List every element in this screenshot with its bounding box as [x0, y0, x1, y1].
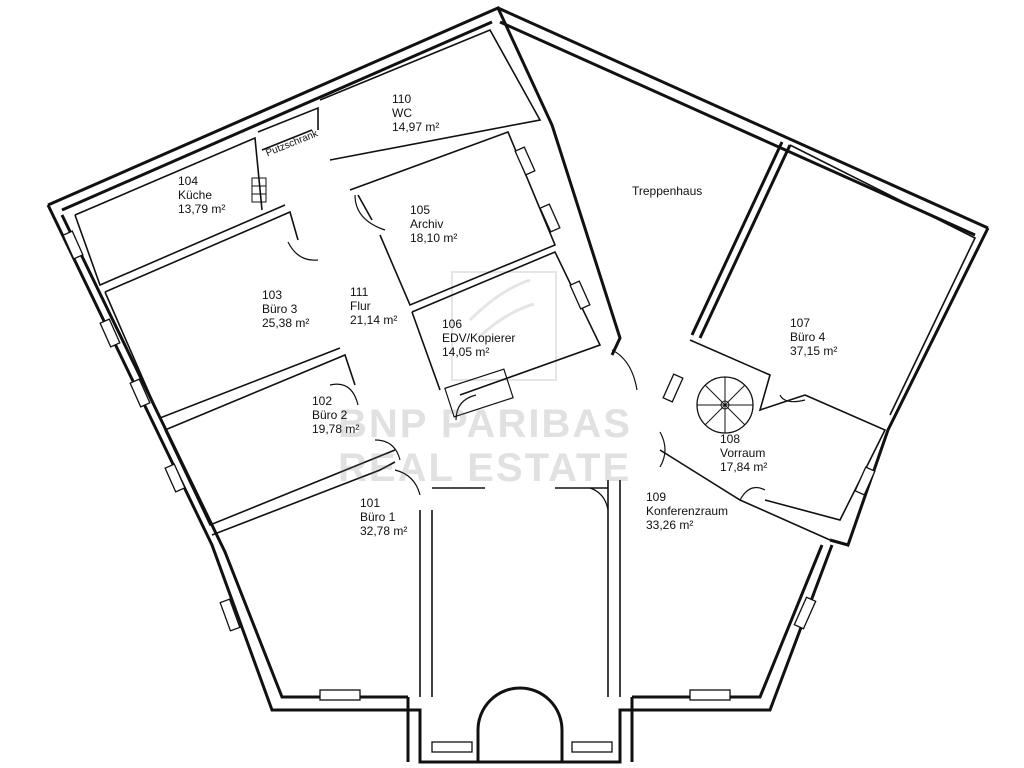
- interior-walls: [74, 28, 977, 697]
- treppenhaus-label: Treppenhaus: [632, 184, 703, 198]
- copier-furniture-icon: [444, 368, 514, 418]
- entrance-arch: [476, 686, 564, 762]
- doors: [287, 194, 806, 511]
- outer-walls: [46, 6, 990, 764]
- windows: [62, 146, 876, 753]
- spiral-stair-icon: [696, 376, 754, 434]
- watermark-text-line1: BNP PARIBAS: [338, 402, 632, 446]
- watermark-text-line2: REAL ESTATE: [338, 446, 632, 490]
- kitchen-unit-icon: [251, 177, 267, 203]
